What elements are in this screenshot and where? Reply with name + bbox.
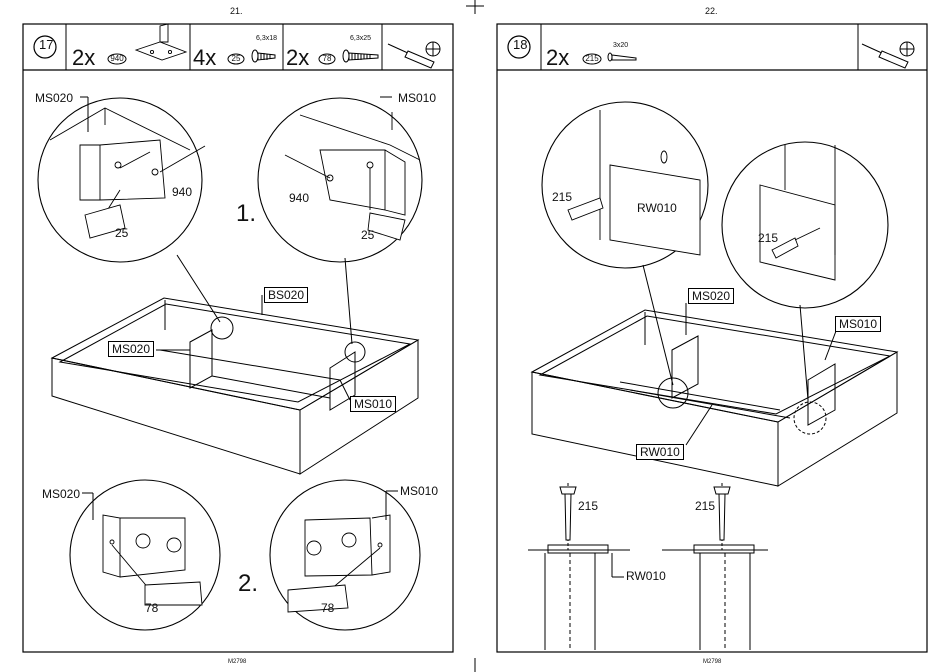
screw-icon bbox=[608, 53, 636, 61]
step-number: 18 bbox=[513, 37, 525, 52]
label-rw010: RW010 bbox=[626, 569, 666, 583]
label-215: 215 bbox=[552, 190, 572, 204]
label-rw010-frame: RW010 bbox=[636, 444, 684, 460]
part-qty: 2x bbox=[546, 45, 569, 71]
screwdriver-icon bbox=[862, 42, 914, 68]
label-ms020-frame: MS020 bbox=[688, 288, 734, 304]
part-size: 3x20 bbox=[613, 42, 628, 49]
label-215: 215 bbox=[758, 231, 778, 245]
label-ms010-frame: MS010 bbox=[835, 316, 881, 332]
label-215: 215 bbox=[695, 499, 715, 513]
label-215: 215 bbox=[578, 499, 598, 513]
part-id: 215 bbox=[583, 54, 601, 63]
label-rw010: RW010 bbox=[637, 201, 677, 215]
